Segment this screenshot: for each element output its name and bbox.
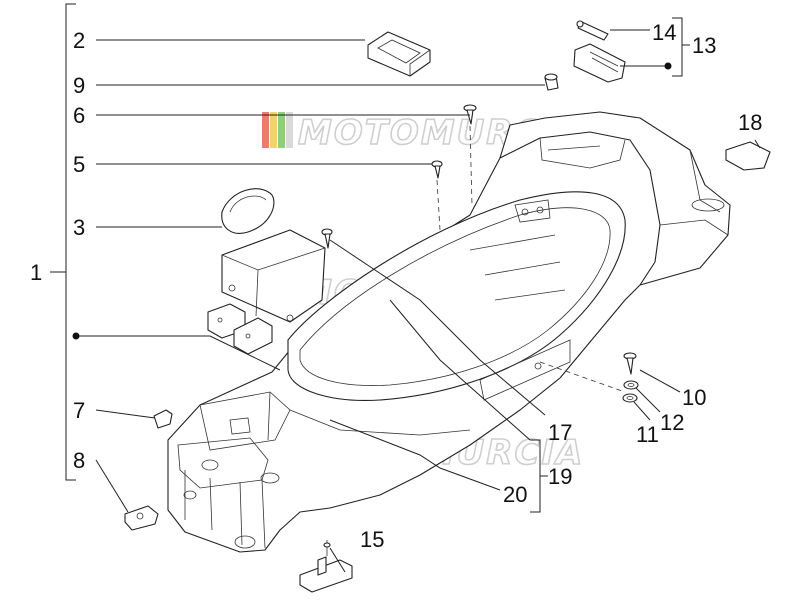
callout-9: 9 (73, 73, 85, 98)
callout-18: 18 (738, 110, 762, 135)
callout-5: 5 (73, 152, 85, 177)
callout-6: 6 (73, 103, 85, 128)
callout-3: 3 (73, 215, 85, 240)
dashed-guide (539, 361, 626, 393)
callout-10: 10 (682, 385, 706, 410)
callout-8: 8 (73, 448, 85, 473)
callout-1: 1 (30, 260, 42, 285)
part-12-washer-drawing (623, 380, 639, 390)
callout-7: 7 (73, 398, 85, 423)
part-3-lid-drawing (221, 188, 275, 234)
callout-17: 17 (548, 420, 572, 445)
part-11-washer-drawing (622, 393, 638, 403)
watermark-flag-icon (262, 112, 293, 148)
callout-13: 13 (692, 33, 716, 58)
part-screw-drawing (321, 228, 333, 249)
part-5-screw-drawing (431, 160, 443, 179)
callout-14: 14 (652, 20, 676, 45)
bracket-part-1 (50, 3, 76, 481)
part-13-bracket-drawing (573, 43, 626, 83)
callout-12: 12 (660, 410, 684, 435)
bracket-part-13 (672, 17, 690, 77)
part-7-clip-drawing (153, 409, 173, 429)
bracket-part-19 (530, 439, 548, 513)
part-14-pin-drawing (576, 20, 609, 41)
part-15-connector-drawing (299, 540, 353, 593)
callout-15: 15 (360, 527, 384, 552)
part-10-screw-drawing (623, 352, 637, 375)
part-18-cover-drawing (725, 141, 771, 171)
part-6-screw-drawing (463, 104, 477, 125)
callout-19: 19 (548, 464, 572, 489)
callout-11: 11 (636, 422, 659, 447)
leader-dot (72, 332, 80, 340)
dashed-guide (469, 125, 473, 206)
leader-lines (76, 29, 761, 573)
part-2-tray-drawing (367, 31, 431, 77)
callout-20: 20 (503, 482, 527, 507)
leader-dot (664, 62, 672, 70)
callout-2: 2 (73, 28, 85, 53)
dashed-guide (436, 179, 441, 231)
part-box-cover-drawing (221, 229, 326, 323)
part-clips-drawing (207, 303, 273, 355)
part-8-nut-drawing (124, 505, 159, 531)
helmet-compartment-drawing (167, 111, 731, 553)
part-9-cap-drawing (544, 73, 559, 91)
